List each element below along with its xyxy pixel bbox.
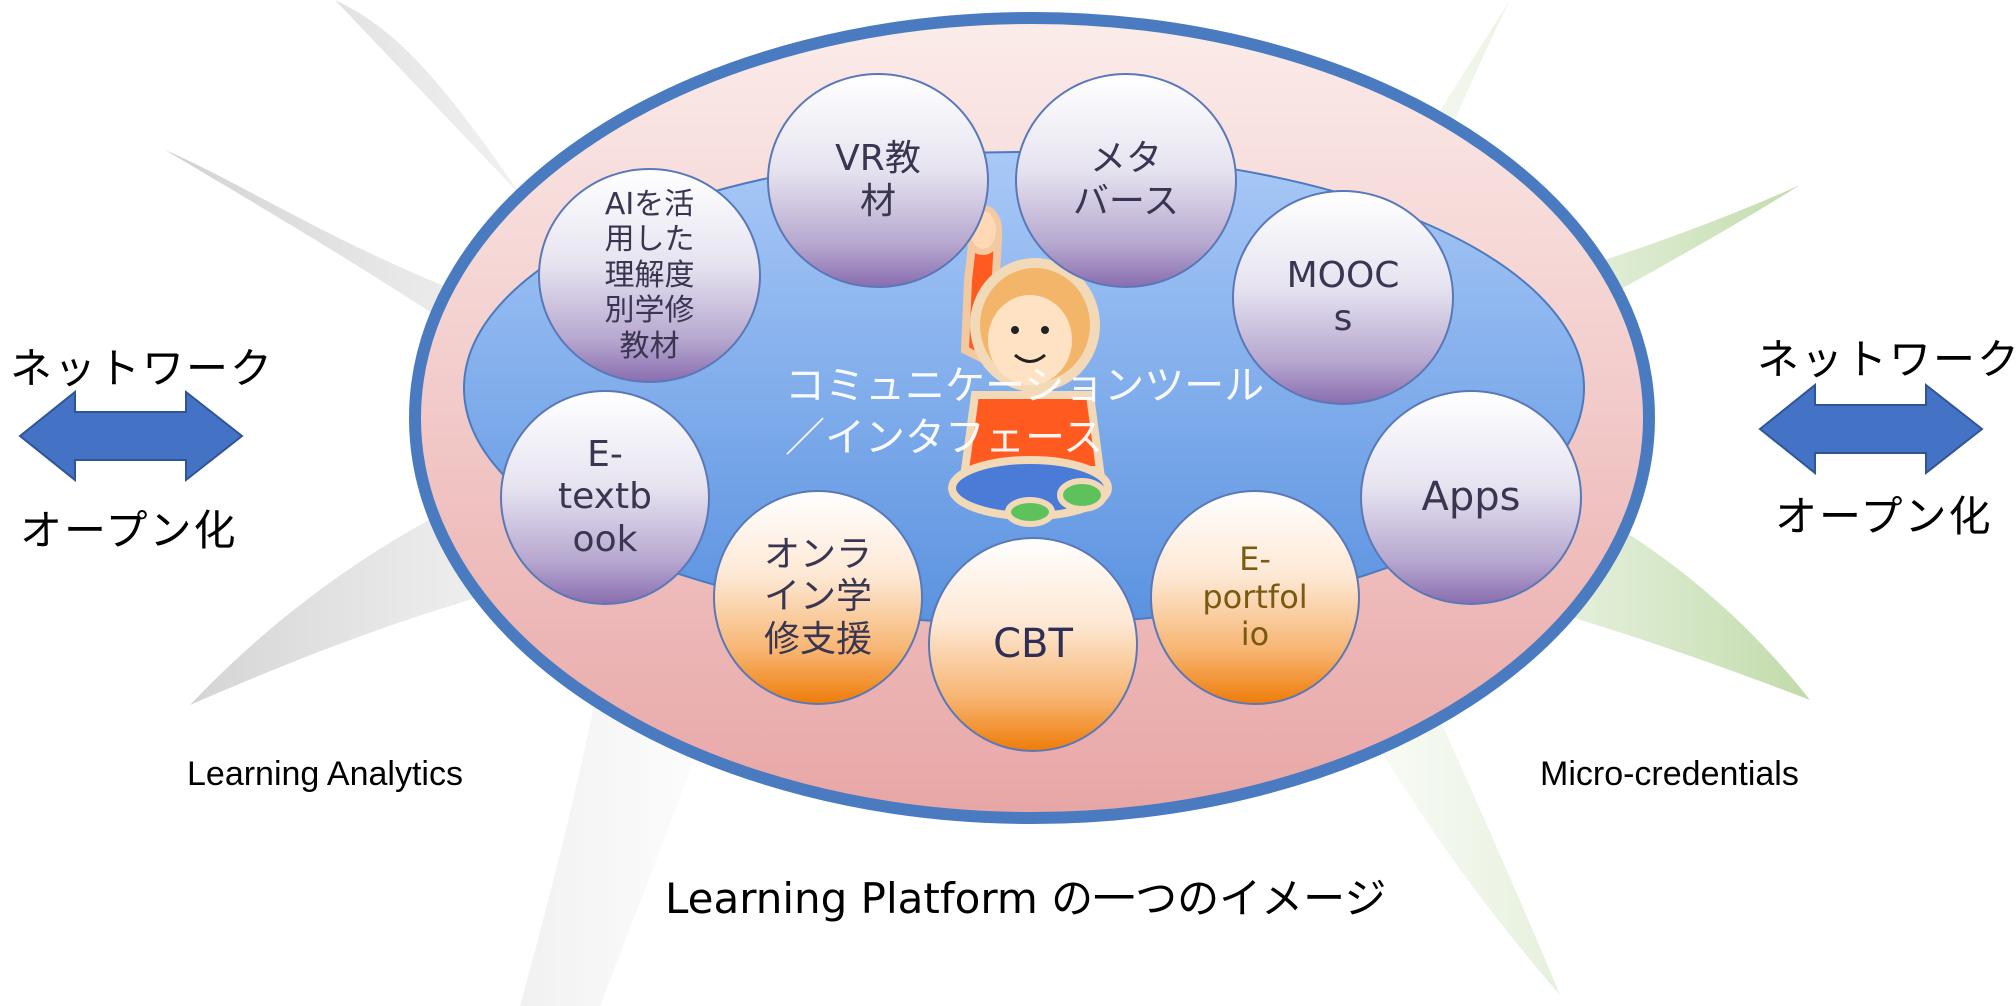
- circle-apps: Apps: [1360, 390, 1582, 605]
- circle-cbt: CBT: [928, 537, 1138, 752]
- right-open-label: オープン化: [1775, 492, 1993, 541]
- left-network-label: ネットワーク: [10, 344, 275, 393]
- learning-analytics-label: Learning Analytics: [187, 755, 463, 793]
- left-open-label: オープン化: [20, 506, 238, 555]
- circle-e-textbook: E- textb ook: [500, 390, 710, 605]
- circle-metaverse: メタ バース: [1015, 73, 1237, 288]
- circle-e-portfolio: E- portfol io: [1150, 490, 1360, 705]
- circle-ai-learning-material: AIを活 用した 理解度 別学修 教材: [538, 168, 761, 383]
- circle-vr-material: VR教 材: [767, 73, 989, 288]
- student-figure-icon: [948, 205, 1112, 527]
- right-double-arrow: [1758, 382, 1984, 476]
- diagram-caption: Learning Platform の一つのイメージ: [665, 874, 1387, 923]
- circle-moocs: MOOC s: [1232, 190, 1454, 405]
- circle-online-learning-support: オンラ イン学 修支援: [713, 490, 923, 705]
- left-double-arrow: [18, 389, 244, 483]
- right-network-label: ネットワーク: [1757, 335, 2016, 384]
- communication-tool-label: コミュニケーションツール ／インタフェース: [785, 363, 1265, 461]
- micro-credentials-label: Micro-credentials: [1540, 755, 1799, 793]
